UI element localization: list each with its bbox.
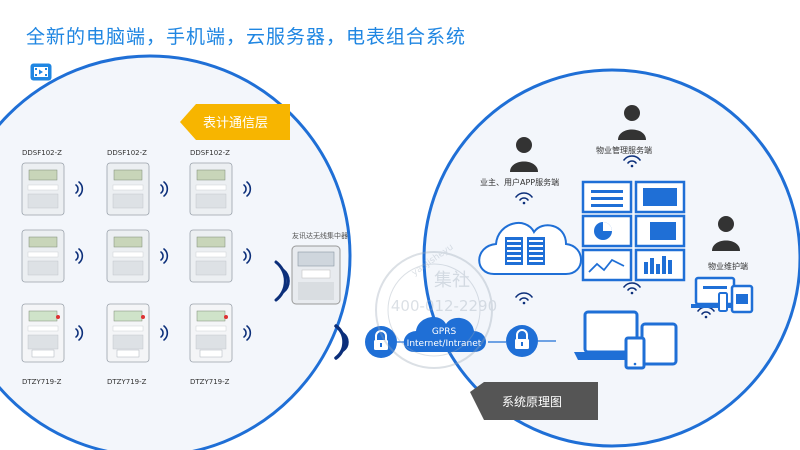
concentrator-device: 友讯达无线集中器 <box>291 231 348 305</box>
meter-wifi-icon <box>75 181 84 197</box>
system-label-badge: 系统原理图 <box>470 382 598 420</box>
monitor-wall <box>581 180 686 282</box>
maintenance-label: 物业维护端 <box>708 261 748 271</box>
electric-meter <box>189 229 233 283</box>
electric-meter <box>21 229 65 283</box>
wifi-icon <box>623 282 641 295</box>
concentrator-wifi-icon <box>274 260 349 360</box>
cloud-line-1: GPRS <box>432 327 457 337</box>
system-label: 系统原理图 <box>502 395 562 409</box>
meter-wifi-icon <box>243 248 252 264</box>
electric-meter <box>189 303 233 363</box>
meter-wifi-icon <box>160 325 169 341</box>
maintenance-devices <box>691 276 754 314</box>
meter-wifi-icon <box>75 248 84 264</box>
link-lines <box>397 340 556 343</box>
wifi-icon <box>515 292 533 305</box>
property-person-icon <box>618 105 646 140</box>
right-lock-icon <box>506 325 538 357</box>
meter-label-bottom: DTZY719-Z <box>190 378 230 386</box>
page-title: 全新的电脑端，手机端，云服务器，电表组合系统 <box>26 26 467 48</box>
electric-meter <box>106 303 150 363</box>
client-devices <box>574 310 678 370</box>
owner-label: 业主、用户APP服务端 <box>480 177 559 187</box>
gprs-cloud: GPRS Internet/Intranet <box>403 316 486 352</box>
wifi-icon <box>515 192 533 205</box>
meter-label-top: DDSF102-Z <box>22 149 62 157</box>
meter-label-bottom: DTZY719-Z <box>107 378 147 386</box>
watermark-line-2: 集社 <box>434 270 470 291</box>
maintenance-person-icon <box>712 216 740 251</box>
concentrator-label: 友讯达无线集中器 <box>292 231 348 240</box>
electric-meter <box>106 162 150 216</box>
meter-grid: DDSF102-Z DTZY719-Z DDSF102-Z DTZY719-Z DDSF… <box>21 149 252 386</box>
meter-wifi-icon <box>160 181 169 197</box>
meter-label-top: DDSF102-Z <box>107 149 147 157</box>
electric-meter <box>106 229 150 283</box>
server-cloud <box>478 222 582 275</box>
video-icon[interactable] <box>30 63 52 81</box>
electric-meter <box>21 303 65 363</box>
meter-label-top: DDSF102-Z <box>190 149 230 157</box>
owner-person-icon <box>510 137 538 172</box>
left-lock-icon <box>365 326 397 358</box>
layer-label-badge: 表计通信层 <box>180 104 290 140</box>
left-panel-circle <box>0 54 352 450</box>
meter-wifi-icon <box>160 248 169 264</box>
meter-label-bottom: DTZY719-Z <box>22 378 62 386</box>
meter-wifi-icon <box>243 181 252 197</box>
cloud-line-2: Internet/Intranet <box>407 339 482 349</box>
electric-meter <box>189 162 233 216</box>
electric-meter <box>21 162 65 216</box>
layer-label: 表计通信层 <box>203 116 268 131</box>
property-label: 物业管理服务端 <box>596 145 652 155</box>
meter-wifi-icon <box>75 325 84 341</box>
wifi-icon <box>623 155 641 168</box>
meter-wifi-icon <box>243 325 252 341</box>
watermark-line-3: 400-012-2290 <box>391 297 497 315</box>
wifi-icons <box>515 155 715 319</box>
